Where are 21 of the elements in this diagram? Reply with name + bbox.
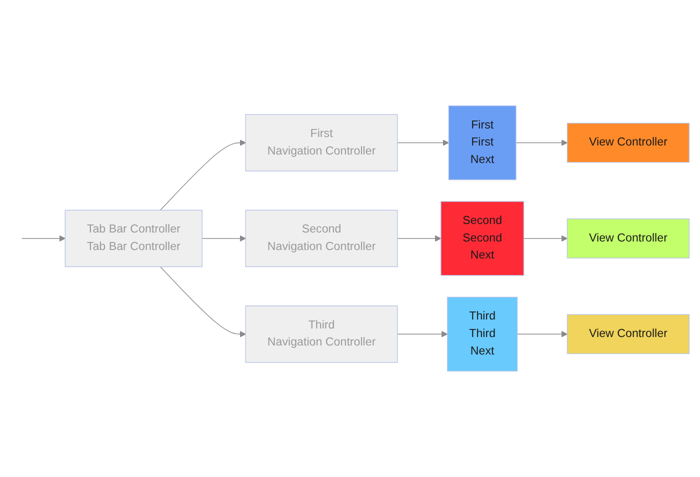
node-box [447,296,518,372]
node-box [245,306,398,363]
arrow [516,140,568,146]
node-box [440,201,524,276]
arrow [21,235,66,242]
node-box [448,105,516,180]
arrow [397,235,442,242]
arrow [397,331,448,338]
node-box [566,122,690,163]
arrow [523,235,568,242]
arrow [202,235,246,242]
storyboard-diagram: Tab Bar Controller Tab Bar Controller First Navigation Controller First First Next View Controller Second Navigation Controller Second Second Next View Controller Third Navigation Controller Third Third Next View Controller [5,100,695,377]
arrow [397,140,449,146]
arrow [160,140,246,211]
node-box [245,114,398,172]
arrow [160,266,246,338]
node-box [566,218,690,258]
node-box [566,314,690,354]
node-box [245,210,398,268]
arrow [516,331,568,338]
node-box [64,210,203,268]
